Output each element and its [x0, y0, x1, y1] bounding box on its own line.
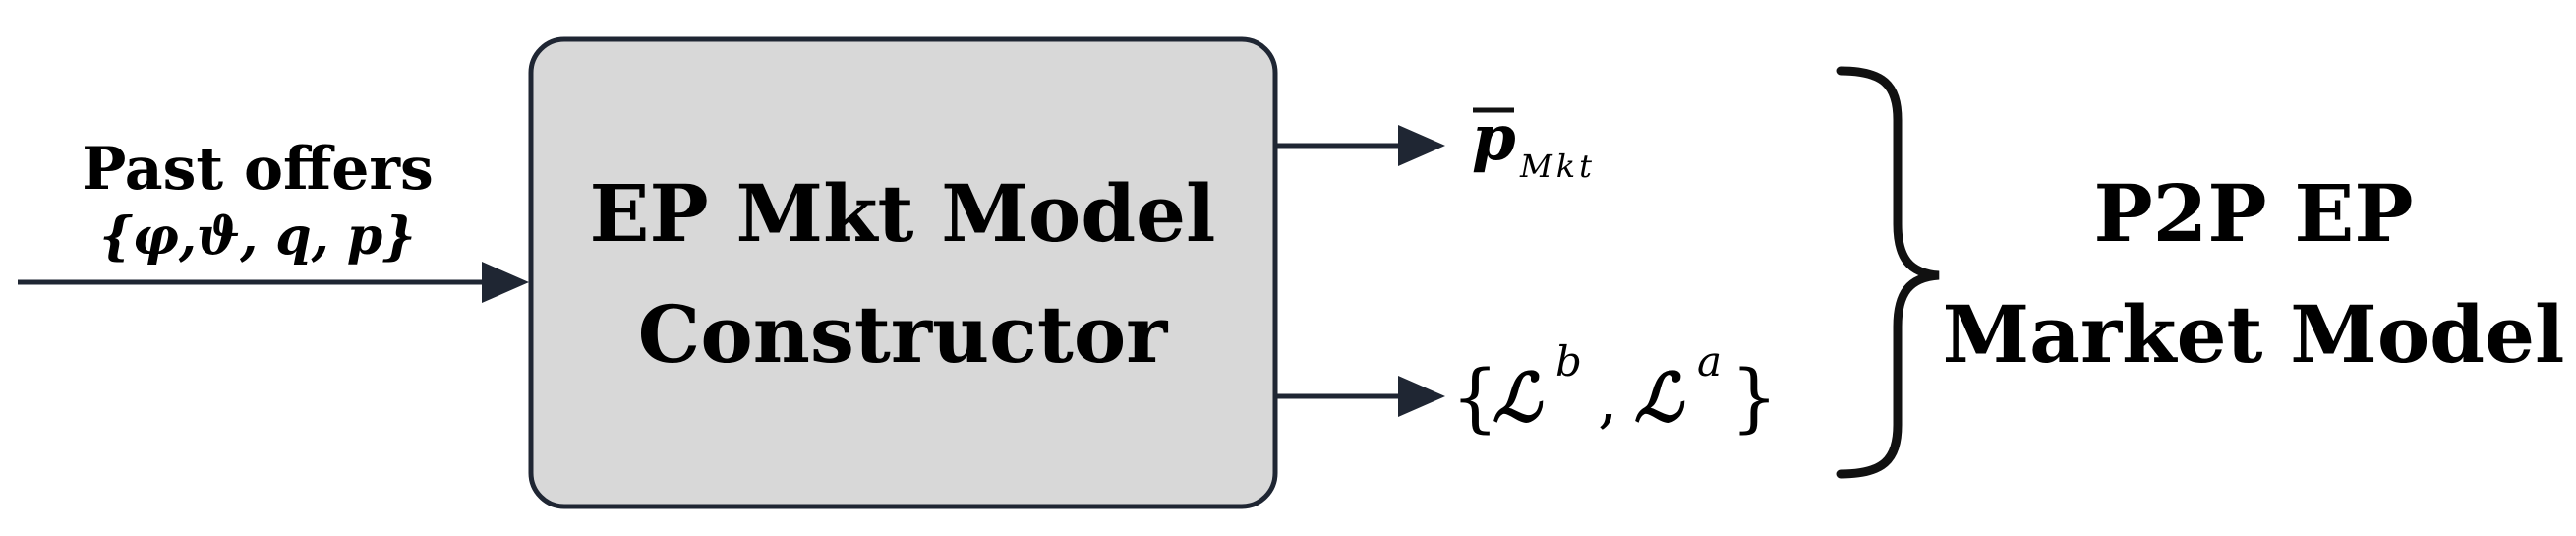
price-output-arrow [1275, 125, 1445, 166]
curves-output-arrow [1275, 376, 1445, 417]
bid-curve-superscript: b [1555, 337, 1582, 386]
result-title-line1: P2P EP [2094, 167, 2414, 260]
input-parameters: {φ,ϑ, q, p} [99, 207, 415, 267]
price-symbol: p [1472, 101, 1516, 175]
bid-curve-symbol: ℒ [1493, 359, 1544, 438]
average-market-price-label: p Mkt [1472, 101, 1596, 185]
input-title: Past offers [82, 135, 434, 204]
constructor-block [528, 36, 1278, 509]
curves-close-brace: } [1730, 353, 1778, 441]
ask-curve-superscript: a [1697, 337, 1722, 386]
input-arrow [18, 262, 529, 303]
curves-separator: , [1598, 364, 1617, 437]
bid-ask-curves-label: { ℒ b , ℒ a } [1451, 337, 1778, 441]
grouping-brace [1836, 66, 1940, 479]
price-subscript: Mkt [1519, 148, 1596, 185]
result-title-line2: Market Model [1943, 288, 2565, 381]
block-title-line1: EP Mkt Model [590, 167, 1216, 260]
ask-curve-symbol: ℒ [1634, 359, 1685, 438]
curves-open-brace: { [1451, 353, 1498, 441]
block-title-line2: Constructor [638, 288, 1169, 381]
